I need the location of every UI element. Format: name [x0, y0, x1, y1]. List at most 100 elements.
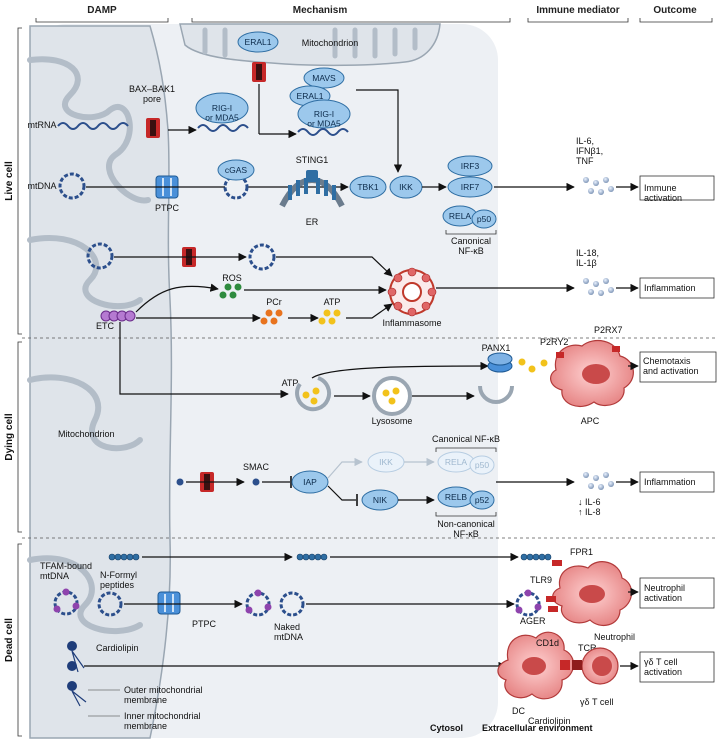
exocytosis-membrane: [478, 385, 514, 404]
label-atp: ATP: [324, 297, 341, 307]
label-dc: DC: [512, 706, 525, 716]
cgas: [217, 159, 255, 181]
irf7: [447, 176, 493, 198]
section-live: Live cell: [4, 161, 15, 201]
header-immune-mediator: Immune mediator: [527, 5, 629, 23]
mtdna-circle: [58, 172, 86, 200]
cardiolipin-lipids: [67, 641, 87, 707]
label-ikk: IKK: [399, 182, 413, 192]
label-p50: p50: [477, 214, 491, 224]
svg-text:Mechanism: Mechanism: [293, 5, 348, 16]
mediator-1: IL-6,IFNβ1,TNF: [576, 136, 603, 166]
damp-etc: ETC: [96, 321, 115, 331]
label-ptpc-dead: PTPC: [192, 619, 217, 629]
mavs: [303, 67, 345, 89]
rigi-mda5-right: [297, 99, 351, 129]
damp-cardiolipin: Cardiolipin: [96, 643, 139, 653]
eral1-pore: [252, 62, 266, 82]
label-atp-dying: ATP: [282, 378, 299, 388]
dead-bracket: [17, 543, 22, 737]
label-tlr9: TLR9: [530, 575, 552, 585]
label-cardiolipin-ext: Cardiolipin: [528, 716, 571, 726]
label-irf7: IRF7: [461, 182, 480, 192]
arrow-etc-down-to-atp: [119, 322, 289, 399]
bracket-canonical-dying: [435, 447, 497, 452]
irf3: [447, 155, 493, 177]
arrow-etc-to-ros: [135, 283, 219, 313]
etc-complex: [100, 310, 136, 322]
outcome-box-6: [639, 651, 715, 683]
label-neutrophil: Neutrophil: [594, 632, 635, 642]
arrow-mtdna-to-inflammasome: [276, 256, 393, 277]
label-mavs: MAVS: [312, 73, 336, 83]
label-cytosol: Cytosol: [430, 723, 463, 733]
p50: [471, 209, 497, 229]
arrow-atp-to-panx1: [311, 361, 489, 379]
label-mitochondrion-top: Mitochondrion: [302, 38, 359, 48]
mtdna-circle-2: [86, 242, 114, 270]
label-rela-faint: RELA: [445, 457, 468, 467]
label-iap: IAP: [303, 477, 317, 487]
label-lysosome: Lysosome: [372, 416, 413, 426]
mtdna-cytosol-2: [248, 243, 276, 271]
arrow-mavs-to-ikk: [356, 89, 403, 173]
label-p2rx7: P2RX7: [594, 325, 623, 335]
tfam-mtdna-cytosol: [245, 589, 272, 617]
lysosome: [372, 376, 412, 416]
cytokine-dots-3: [583, 472, 614, 490]
label-apc: APC: [581, 416, 600, 426]
naked-mtdna: [279, 591, 305, 617]
damp-mtrna: mtRNA: [28, 120, 57, 130]
p52: [469, 490, 495, 510]
bracket-canonical: [445, 230, 497, 235]
label-fpr1: FPR1: [570, 547, 593, 557]
svg-text:DAMP: DAMP: [87, 5, 117, 16]
ptpc-channel-dead: [157, 591, 181, 615]
label-cd1d: CD1d: [536, 638, 559, 648]
mtrna-wave-mid: [197, 124, 249, 132]
label-ptpc: PTPC: [155, 203, 180, 213]
tfam-mtdna-ext: [515, 589, 542, 617]
panx1-channel: [487, 352, 513, 373]
label-irf3: IRF3: [461, 161, 480, 171]
label-ros: ROS: [222, 273, 242, 283]
neutrophil-cell: [546, 560, 633, 627]
label-er: ER: [306, 217, 319, 227]
header-damp: DAMP: [35, 5, 169, 23]
inhibit-iap-nik: [327, 485, 356, 501]
label-sting1: STING1: [296, 155, 329, 165]
outcome-box-3: [639, 351, 717, 383]
label-mitochondrion-side: Mitochondrion: [58, 429, 115, 439]
extracellular-atp: [518, 358, 548, 373]
cytokine-dots-2: [583, 278, 614, 296]
arrow-atp-to-inflammasome: [346, 303, 393, 319]
section-dying: Dying cell: [4, 413, 15, 460]
inhibit-iap-ikk: [327, 457, 363, 479]
mtdna-dead-circle: [97, 591, 123, 617]
mediator-3: ↓ IL-6↑ IL-8: [578, 497, 601, 517]
eral1-top: [237, 31, 279, 53]
label-gd-tcell: γδ T cell: [580, 697, 613, 707]
label-p2ry2: P2RY2: [540, 337, 568, 347]
label-relb: RELB: [445, 492, 468, 502]
label-rela: RELA: [449, 211, 472, 221]
inflammasome: [387, 267, 437, 317]
gd-tcell: [572, 647, 619, 685]
outcome-box-2: [639, 277, 715, 299]
section-dead: Dead cell: [4, 618, 15, 662]
outcome-box-5: [639, 577, 715, 609]
cytokine-dots-1: [583, 177, 614, 195]
atp-dots: [318, 309, 341, 325]
n-formyl-peptides-cytosol: [296, 553, 328, 561]
label-eral1-mid: ERAL1: [297, 91, 324, 101]
